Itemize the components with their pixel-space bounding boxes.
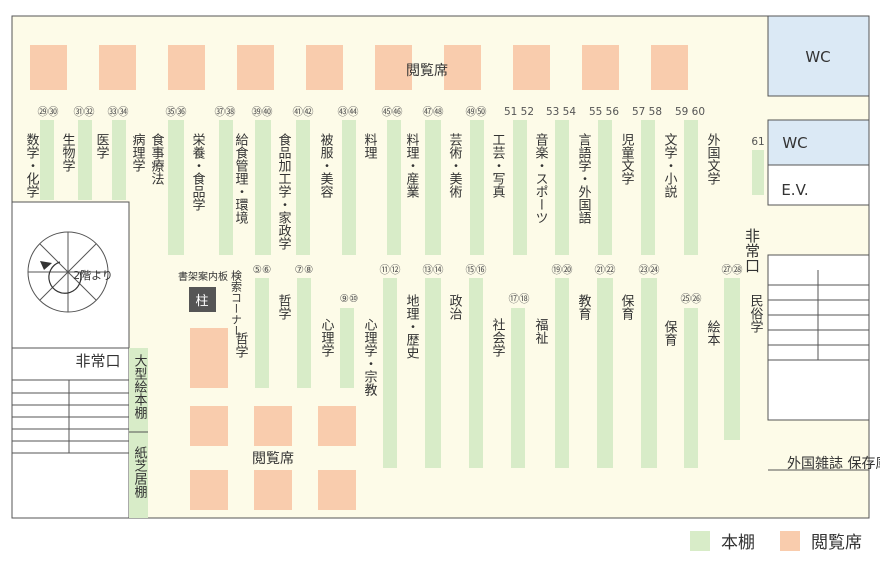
bottom-shelf-numbers: ⑤⑥ ⑦⑧ ⑨⑩ ⑪⑫ ⑬⑭ ⑮⑯ ⑰⑱ ⑲⑳ ㉑㉒ ㉓㉔ ㉕㉖ ㉗㉘ — [253, 264, 743, 305]
left-stairs: 2階より — [11, 201, 130, 349]
shelf-label: 絵本 — [705, 320, 721, 346]
shelf-label: 心理学・宗教 — [362, 318, 378, 396]
shelf-number: ㉝㉞ — [108, 106, 129, 118]
shelf-number: ㊶㊷ — [293, 106, 314, 118]
shelf-number: ⑬⑭ — [423, 264, 444, 276]
left-emergency-stairs: 非常口 — [11, 347, 130, 519]
shelf-label: 外国文学 — [705, 133, 721, 185]
shelf-number: 53 54 — [546, 106, 576, 118]
shelf-label: 言語学・外国語 — [576, 133, 592, 224]
shelf-number: ⑦⑧ — [295, 264, 314, 276]
shelf-number: 51 52 — [504, 106, 534, 118]
shelf-label: 文学・小説 — [662, 133, 678, 199]
shelf-label: 給食管理・環境 — [233, 133, 249, 224]
shelf-number: ㊲㊳ — [215, 106, 236, 118]
wc-lower-label: WC — [782, 134, 807, 152]
reading-seats-label-bottom: 閲覧席 — [252, 450, 294, 467]
legend-seat-label: 閲覧席 — [811, 533, 862, 553]
shelf-label: 被服・美容 — [318, 133, 334, 199]
legend-shelf-swatch — [690, 531, 710, 551]
side-shelf — [129, 348, 148, 518]
legend-shelf-label: 本棚 — [721, 533, 755, 553]
shelf-number: ㊼㊽ — [423, 106, 444, 118]
shelf-label: 哲学 — [276, 294, 292, 320]
shelf-label: 芸術・美術 — [447, 132, 463, 199]
shelf-number: 55 56 — [589, 106, 619, 118]
shelf-number: ㊸㊹ — [338, 106, 359, 118]
legend-seat-swatch — [780, 531, 800, 551]
shelf-label: 地理・歴史 — [404, 294, 420, 360]
shelf-number: ㉙㉚ — [38, 106, 59, 118]
search-corner-label: 検索コーナー — [230, 269, 243, 336]
storage-label: 外国雑誌 保存庫 — [787, 455, 880, 472]
shelf-number: ⑪⑫ — [380, 264, 401, 276]
shelf-label: 保育 — [619, 294, 635, 321]
emergency-exit-right: 非常口 — [743, 228, 761, 273]
shelf-label: 民俗学 — [748, 294, 764, 333]
kamishibai-shelf: 紙芝居棚 — [132, 446, 148, 498]
top-shelf-numbers: ㉙㉚ ㉛㉜ ㉝㉞ ㉟㊱ ㊲㊳ ㊴㊵ ㊶㊷ ㊸㊹ ㊺㊻ ㊼㊽ ㊾㊿ 51 52 5… — [38, 106, 765, 148]
stairs-note: 2階より — [73, 268, 113, 282]
shelf-number: ㉛㉜ — [74, 106, 95, 118]
lower-reading-seats — [190, 328, 356, 510]
shelf-label: 音楽・スポーツ — [533, 132, 549, 224]
pillar-label: 柱 — [195, 294, 208, 309]
bottom-shelf-labels: 哲学 哲学 心理学 心理学・宗教 地理・歴史 政治 社会学 福祉 教育 保育 保… — [233, 293, 764, 396]
shelf-number: ㉗㉘ — [722, 264, 743, 276]
shelf-number: ⑨⑩ — [340, 293, 359, 305]
shelf-number: ㊾㊿ — [466, 106, 487, 118]
top-shelves — [40, 120, 764, 255]
shelf-number: ㉓㉔ — [639, 264, 660, 276]
shelf-label: 社会学 — [490, 317, 506, 357]
shelf-label: 福祉 — [533, 318, 549, 345]
shelf-number: ⑰⑱ — [509, 293, 530, 305]
shelf-number: ㊺㊻ — [382, 106, 403, 118]
shelf-label: 心理学 — [319, 318, 335, 357]
emergency-exit-left: 非常口 — [75, 352, 120, 370]
shelf-number: ⑲⑳ — [552, 264, 573, 276]
pillar — [189, 287, 216, 312]
top-reading-seats — [30, 45, 688, 90]
shelf-label: 医学 — [94, 133, 110, 159]
reading-seats-label-top: 閲覧席 — [406, 62, 448, 79]
shelf-label: 数学・化学 — [24, 133, 40, 198]
shelf-number: ⑮⑯ — [466, 264, 487, 276]
shelf-label: 食事療法 — [149, 132, 165, 185]
wc-upper-label: WC — [805, 48, 830, 66]
shelf-label: 哲学 — [233, 332, 249, 358]
shelf-label: 生物学 — [60, 133, 76, 172]
shelf-number: ⑤⑥ — [253, 264, 272, 276]
shelf-number: 57 58 — [632, 106, 662, 118]
shelf-label: 工芸・写真 — [490, 133, 506, 198]
shelf-label: 病理学 — [130, 133, 146, 172]
shelf-label: 児童文学 — [619, 133, 635, 185]
elevator-label: E.V. — [781, 181, 808, 199]
bottom-shelves — [255, 278, 740, 468]
legend: 本棚 閲覧席 — [690, 531, 862, 553]
guide-board-label: 書架案内板 — [178, 270, 228, 283]
shelf-label: 料理・産業 — [404, 133, 420, 198]
shelf-number: ㉟㊱ — [166, 106, 187, 118]
shelf-label: 料理 — [362, 133, 378, 159]
shelf-label: 教育 — [576, 293, 592, 321]
right-facilities — [767, 15, 870, 471]
large-picture-book-shelf: 大型絵本棚 — [132, 354, 148, 419]
shelf-number: ㊴㊵ — [252, 106, 273, 118]
shelf-number: 61 — [751, 136, 764, 148]
shelf-label: 食品加工学・家政学 — [276, 132, 292, 250]
shelf-label: 栄養・食品学 — [190, 133, 206, 211]
shelf-label: 保育 — [662, 320, 678, 347]
shelf-number: ㉕㉖ — [681, 293, 702, 305]
shelf-label: 政治 — [447, 294, 463, 320]
shelf-number: ㉑㉒ — [595, 264, 616, 276]
shelf-number: 59 60 — [675, 106, 705, 118]
top-shelf-labels: 数学・化学 生物学 医学 病理学 食事療法 栄養・食品学 給食管理・環境 食品加… — [24, 132, 721, 250]
